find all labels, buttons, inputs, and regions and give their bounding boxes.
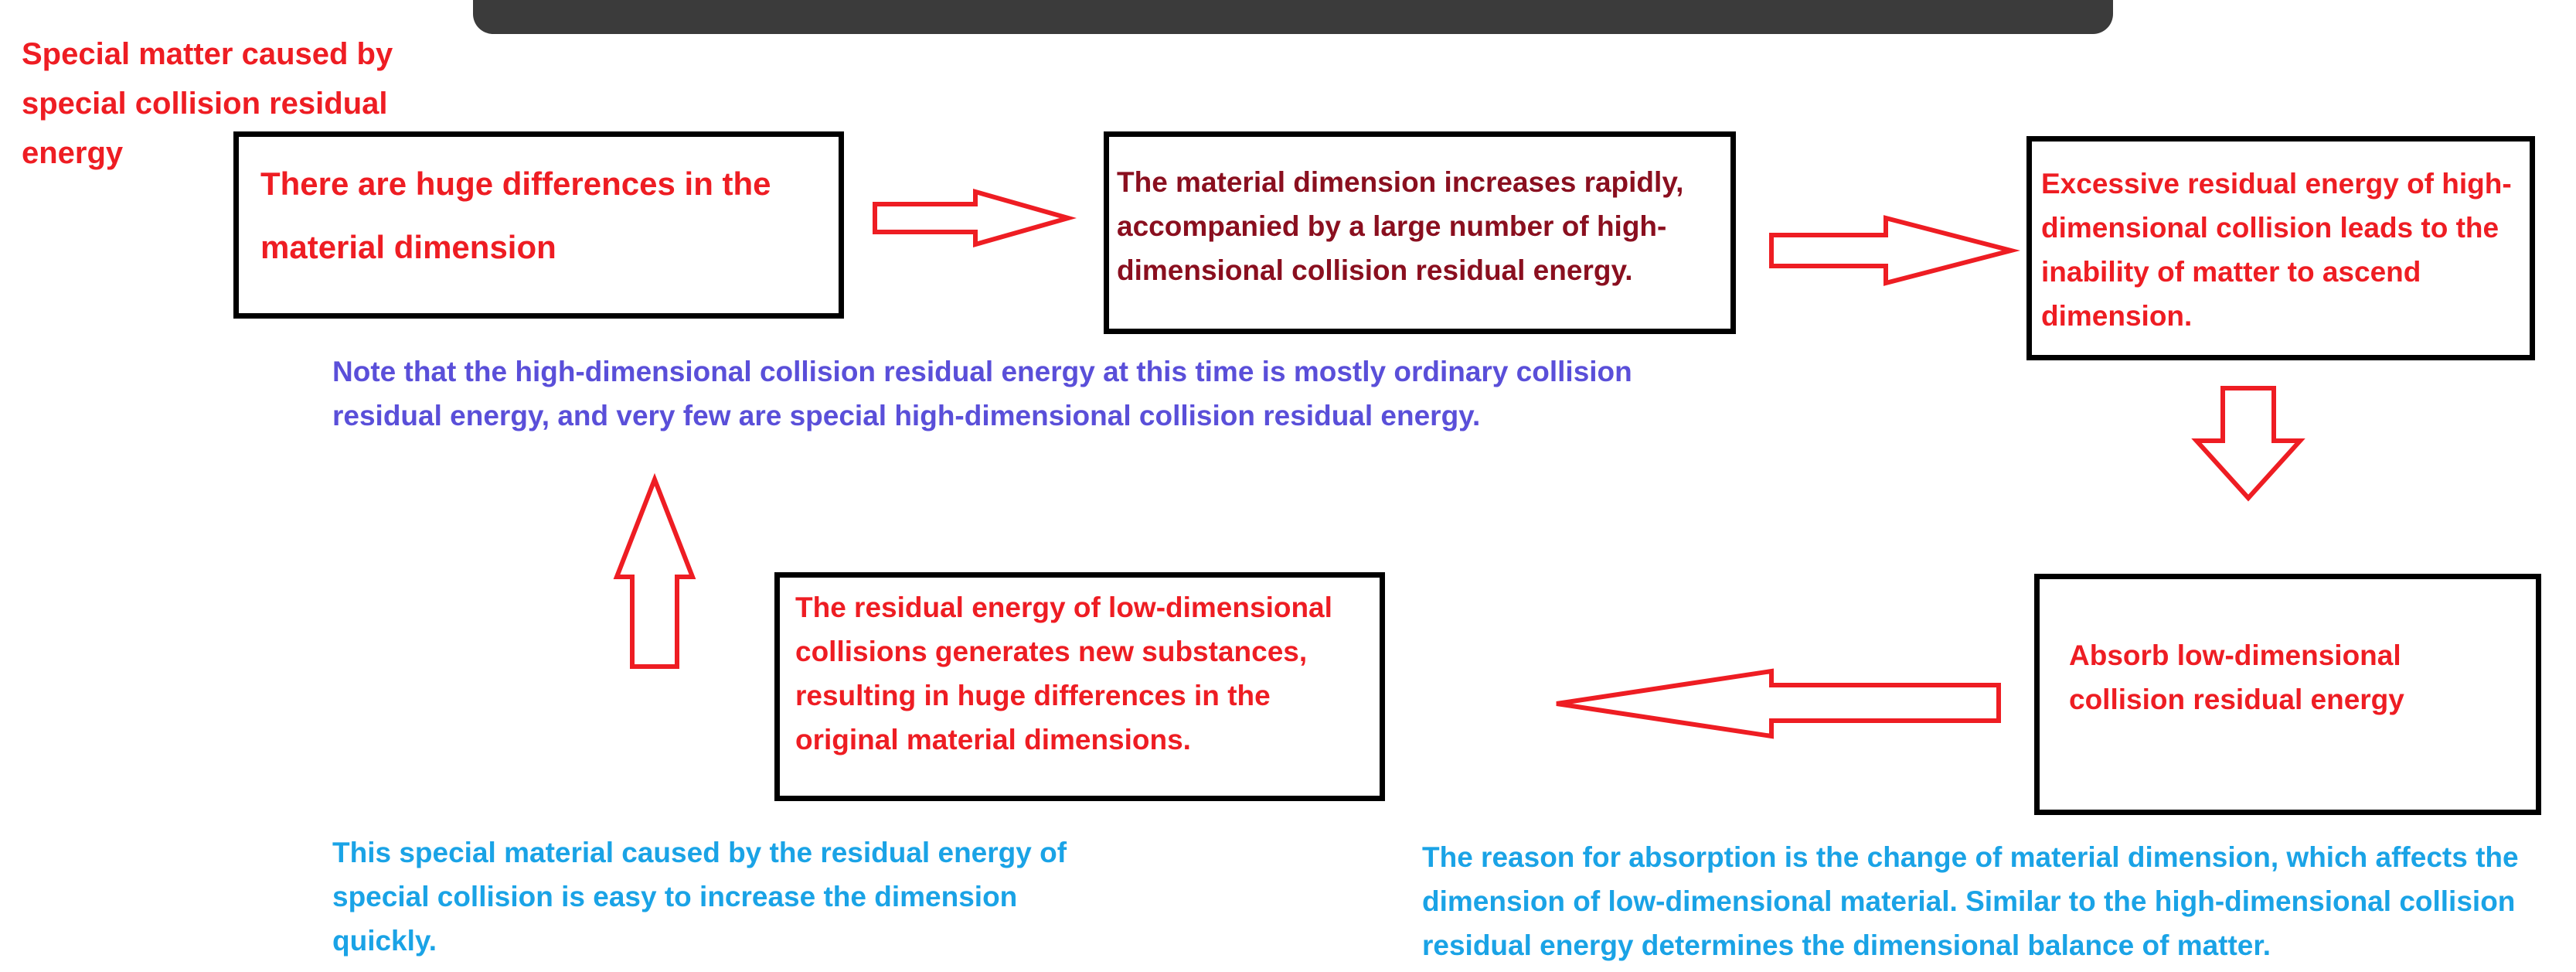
- box-absorb-text: Absorb low-dimensional collision residua…: [2069, 639, 2404, 715]
- box-excessive-energy: Excessive residual energy of high-dimens…: [2026, 136, 2535, 360]
- box-dimension-increases-text: The material dimension increases rapidly…: [1117, 166, 1684, 286]
- arrow-up: [613, 472, 696, 669]
- box-absorb: Absorb low-dimensional collision residua…: [2034, 574, 2541, 815]
- box-huge-differences-text: There are huge differences in the materi…: [260, 165, 771, 265]
- note-ordinary-energy: Note that the high-dimensional collision…: [332, 356, 1632, 431]
- arrow-right-2: [1769, 215, 2020, 286]
- box-excessive-energy-text: Excessive residual energy of high-dimens…: [2041, 168, 2512, 332]
- arrow-left: [1556, 668, 2001, 739]
- arrow-down: [2191, 386, 2305, 502]
- note-absorption-reason: The reason for absorption is the change …: [1422, 841, 2519, 961]
- box-dimension-increases: The material dimension increases rapidly…: [1104, 131, 1736, 334]
- box-new-substances-text: The residual energy of low-dimensional c…: [795, 592, 1332, 755]
- top-bar: [473, 0, 2113, 34]
- diagram-title: Special matter caused by special collisi…: [22, 37, 393, 170]
- box-new-substances: The residual energy of low-dimensional c…: [774, 572, 1385, 801]
- box-huge-differences: There are huge differences in the materi…: [233, 131, 844, 319]
- note-special-material: This special material caused by the resi…: [332, 837, 1067, 957]
- arrow-right-1: [873, 189, 1077, 247]
